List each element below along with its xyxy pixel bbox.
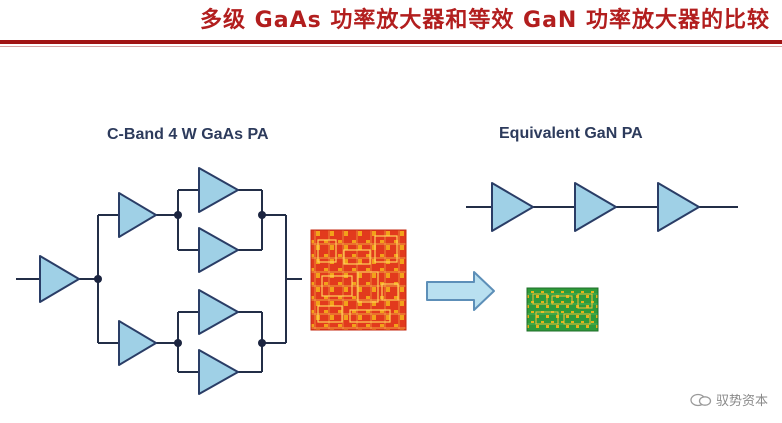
wechat-icon	[690, 393, 712, 407]
junction-dot	[258, 339, 266, 347]
title-divider-thin	[0, 46, 782, 47]
watermark-text: 驭势资本	[715, 394, 768, 409]
right-arrow-icon	[426, 271, 495, 311]
gaas-panel-label: C-Band 4 W GaAs PA	[107, 126, 269, 143]
junction-dot	[174, 211, 182, 219]
amplifier-icon	[657, 182, 700, 232]
watermark: 驭势资本	[690, 390, 768, 409]
amplifier-icon	[118, 192, 157, 238]
gan-panel-label: Equivalent GaN PA	[499, 125, 643, 142]
gan-chip-image	[526, 287, 599, 332]
amplifier-icon	[118, 320, 157, 366]
junction-dot	[94, 275, 102, 283]
amplifier-icon	[491, 182, 534, 232]
gaas-chip-image	[310, 229, 407, 331]
title-divider	[0, 40, 782, 44]
slide-title: 多级 GaAs 功率放大器和等效 GaN 功率放大器的比较	[200, 8, 770, 33]
amplifier-icon	[39, 255, 80, 303]
amplifier-icon	[198, 167, 239, 213]
amplifier-icon	[198, 349, 239, 395]
amplifier-icon	[198, 227, 239, 273]
junction-dot	[258, 211, 266, 219]
amplifier-icon	[574, 182, 617, 232]
amplifier-icon	[198, 289, 239, 335]
junction-dot	[174, 339, 182, 347]
